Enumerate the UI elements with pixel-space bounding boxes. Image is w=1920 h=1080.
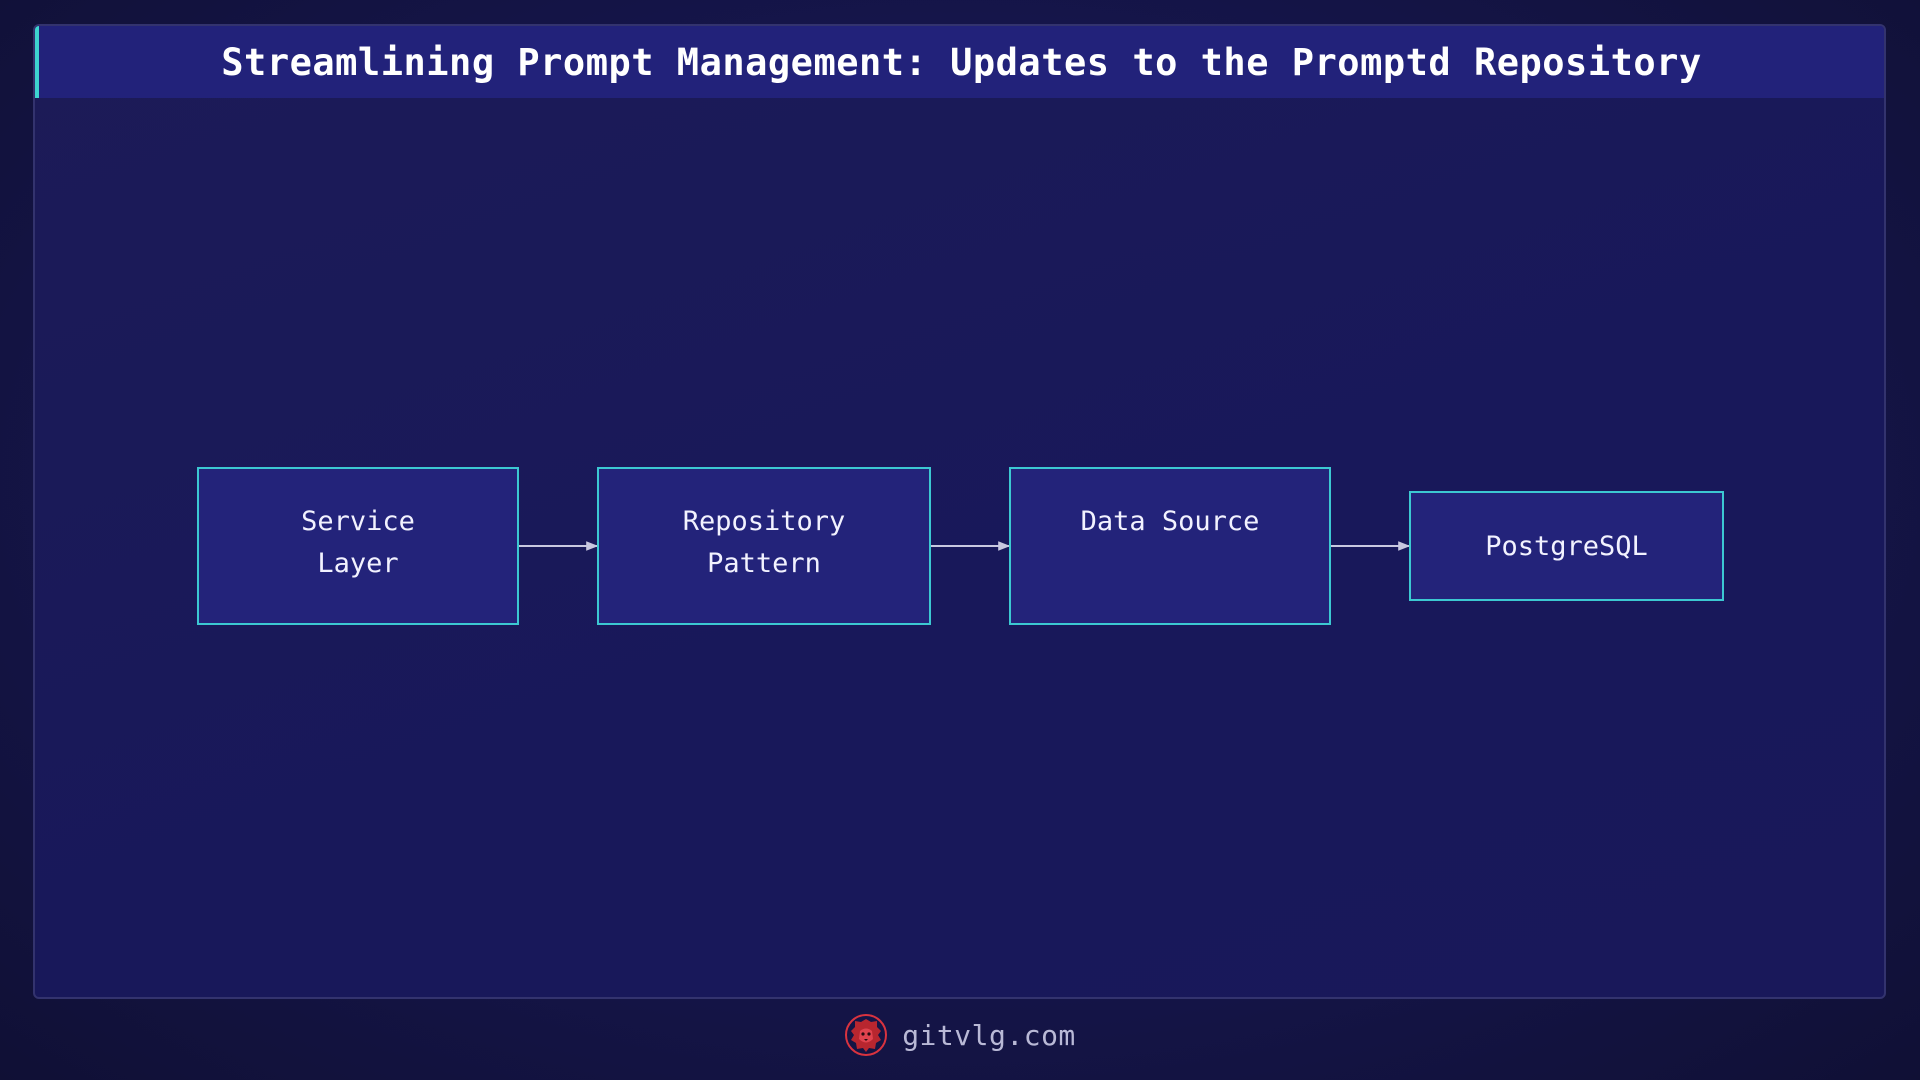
node-postgresql: PostgreSQL xyxy=(1409,491,1724,601)
footer-site-link[interactable]: gitvlg.com xyxy=(902,1018,1076,1052)
title-bar: Streamlining Prompt Management: Updates … xyxy=(35,26,1884,98)
node-label: PostgreSQL xyxy=(1485,531,1648,562)
node-data-source: Data Source xyxy=(1009,467,1331,625)
node-label: Repository Pattern xyxy=(682,506,846,579)
node-label: Data Source xyxy=(1080,506,1260,537)
node-service-layer: Service Layer xyxy=(197,467,519,625)
footer: gitvlg.com xyxy=(0,1012,1920,1058)
page-title: Streamlining Prompt Management: Updates … xyxy=(221,40,1702,84)
lion-head-icon xyxy=(845,1014,888,1056)
node-label: Service Layer xyxy=(301,506,415,579)
node-repository-pattern: Repository Pattern xyxy=(597,467,931,625)
